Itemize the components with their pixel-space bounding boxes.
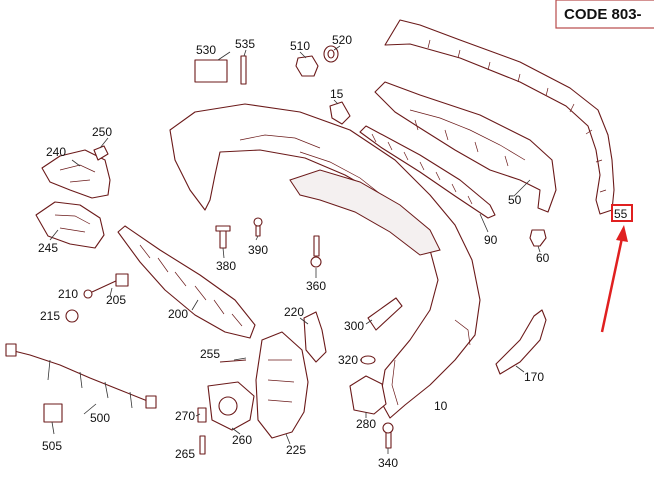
label-250: 250	[92, 125, 112, 139]
label-270: 270	[175, 409, 195, 423]
label-205: 205	[106, 293, 126, 307]
nut-215[interactable]	[65, 309, 79, 323]
strip-300[interactable]	[367, 297, 403, 331]
label-220: 220	[284, 305, 304, 319]
pin-210[interactable]	[83, 279, 119, 299]
label-60: 60	[536, 251, 550, 265]
carrier-225[interactable]	[255, 331, 309, 439]
leader-lines	[49, 45, 541, 454]
label-300: 300	[344, 319, 364, 333]
label-55: 55	[614, 207, 628, 221]
label-15: 15	[330, 87, 344, 101]
label-505: 505	[42, 439, 62, 453]
label-530: 530	[196, 43, 216, 57]
screw-340[interactable]	[382, 422, 394, 449]
label-510: 510	[290, 39, 310, 53]
label-240: 240	[46, 145, 66, 159]
label-10: 10	[434, 399, 448, 413]
bolt-380[interactable]	[215, 225, 231, 249]
label-500: 500	[90, 411, 110, 425]
code-label: CODE 803-	[564, 6, 642, 23]
screw-360[interactable]	[310, 235, 322, 268]
label-260: 260	[232, 433, 252, 447]
bracket-240[interactable]	[41, 149, 111, 199]
label-225: 225	[286, 443, 306, 457]
label-280: 280	[356, 417, 376, 431]
highlight-arrow	[600, 237, 624, 333]
pin-255[interactable]	[219, 359, 247, 363]
label-265: 265	[175, 447, 195, 461]
label-245: 245	[38, 241, 58, 255]
cover-plate-530[interactable]	[194, 59, 228, 83]
clip-15[interactable]	[329, 101, 351, 125]
connector-505[interactable]	[43, 403, 63, 423]
reflector-170[interactable]	[495, 309, 547, 375]
label-170: 170	[524, 370, 544, 384]
plate-205[interactable]	[115, 273, 129, 287]
label-340: 340	[378, 456, 398, 470]
label-50: 50	[508, 193, 522, 207]
label-380: 380	[216, 259, 236, 273]
screw-265[interactable]	[199, 435, 206, 455]
label-360: 360	[306, 279, 326, 293]
lattice-strip-90[interactable]	[359, 125, 496, 219]
label-320: 320	[338, 353, 358, 367]
stud-535[interactable]	[240, 55, 247, 85]
diffuser-50[interactable]	[374, 81, 557, 213]
label-390: 390	[248, 243, 268, 257]
bracket-280[interactable]	[349, 375, 387, 415]
washer-320[interactable]	[360, 355, 376, 365]
highlight-callout-55[interactable]: 55	[600, 204, 633, 333]
wiring-harness-500[interactable]	[5, 343, 157, 409]
tow-housing-260[interactable]	[207, 381, 255, 431]
label-255: 255	[200, 347, 220, 361]
code-badge: CODE 803-	[555, 0, 654, 29]
label-520: 520	[332, 33, 352, 47]
mounting-bracket-200[interactable]	[117, 225, 256, 339]
label-90: 90	[484, 233, 498, 247]
callout-labels: 530 535 510 520 15 250 240 245 390 380 3…	[38, 33, 550, 470]
fastener-270[interactable]	[197, 407, 207, 423]
screw-390[interactable]	[253, 217, 263, 237]
label-215: 215	[40, 309, 60, 323]
clip-60[interactable]	[529, 229, 547, 247]
impact-absorber[interactable]	[289, 169, 441, 256]
sensor-510[interactable]	[295, 55, 319, 77]
label-535: 535	[235, 37, 255, 51]
label-200: 200	[168, 307, 188, 321]
bracket-220[interactable]	[303, 311, 327, 363]
label-210: 210	[58, 287, 78, 301]
arrow-head-icon	[616, 225, 628, 242]
